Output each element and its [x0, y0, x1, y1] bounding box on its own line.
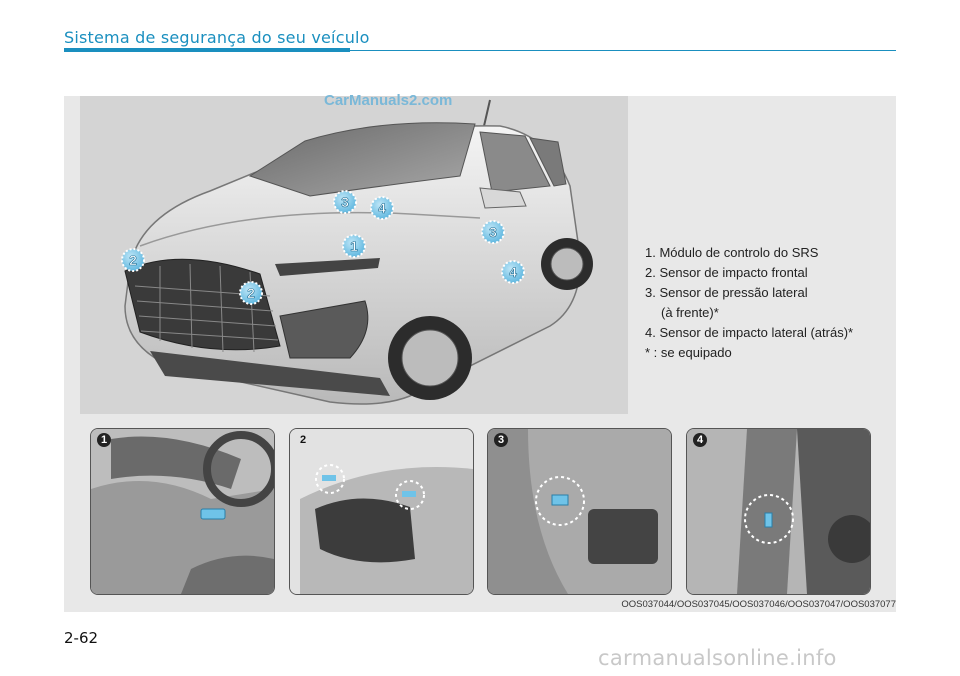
watermark-footer: carmanualsonline.info	[598, 646, 837, 670]
legend-item: 3. Sensor de pressão lateral	[645, 285, 808, 300]
legend-item-continuation: (à frente)*	[661, 305, 719, 320]
thumbnail-side-pressure-sensor: 3	[487, 428, 672, 595]
page-number: 2-62	[64, 629, 99, 647]
legend-item: 4. Sensor de impacto lateral (atrás)*	[645, 325, 854, 340]
legend-item: 1. Módulo de controlo do SRS	[645, 245, 819, 260]
legend-item: 2. Sensor de impacto frontal	[645, 265, 808, 280]
sensor-badge-4-side: 4	[501, 260, 525, 284]
thumbnail-number: 3	[494, 433, 508, 447]
thumbnail-number: 2	[299, 434, 307, 446]
svg-text:3: 3	[341, 194, 349, 210]
watermark-logo: CarManuals2.com	[324, 92, 453, 109]
svg-text:2: 2	[247, 285, 255, 301]
section-title: Sistema de segurança do seu veículo	[64, 28, 370, 47]
car-illustration: 3 4 1 3 4 2 2	[80, 96, 628, 414]
thumbnail-srs-module: 1	[90, 428, 275, 595]
thumbnail-rear-side-impact-sensor: 4	[686, 428, 871, 595]
svg-text:1: 1	[350, 238, 358, 254]
figure-caption: OOS037044/OOS037045/OOS037046/OOS037047/…	[621, 599, 896, 610]
sensor-badge-3-side: 3	[481, 220, 505, 244]
svg-text:4: 4	[378, 200, 386, 216]
svg-text:4: 4	[509, 264, 517, 280]
legend-footnote: * : se equipado	[645, 345, 732, 360]
sensor-badge-4-top: 4	[370, 196, 394, 220]
svg-text:3: 3	[489, 224, 497, 240]
sensor-badge-2-left: 2	[121, 248, 145, 272]
sensor-badge-3-top: 3	[333, 190, 357, 214]
thumbnail-number: 1	[97, 433, 111, 447]
sensor-badge-1: 1	[342, 234, 366, 258]
thumbnail-number: 4	[693, 433, 707, 447]
sensor-badge-2-right: 2	[239, 281, 263, 305]
header-rule	[350, 50, 896, 51]
thumbnail-front-impact-sensor: 2	[289, 428, 474, 595]
legend: 1. Módulo de controlo do SRS 2. Sensor d…	[645, 243, 853, 363]
header-accent-bar	[64, 48, 350, 52]
svg-text:2: 2	[129, 252, 137, 268]
